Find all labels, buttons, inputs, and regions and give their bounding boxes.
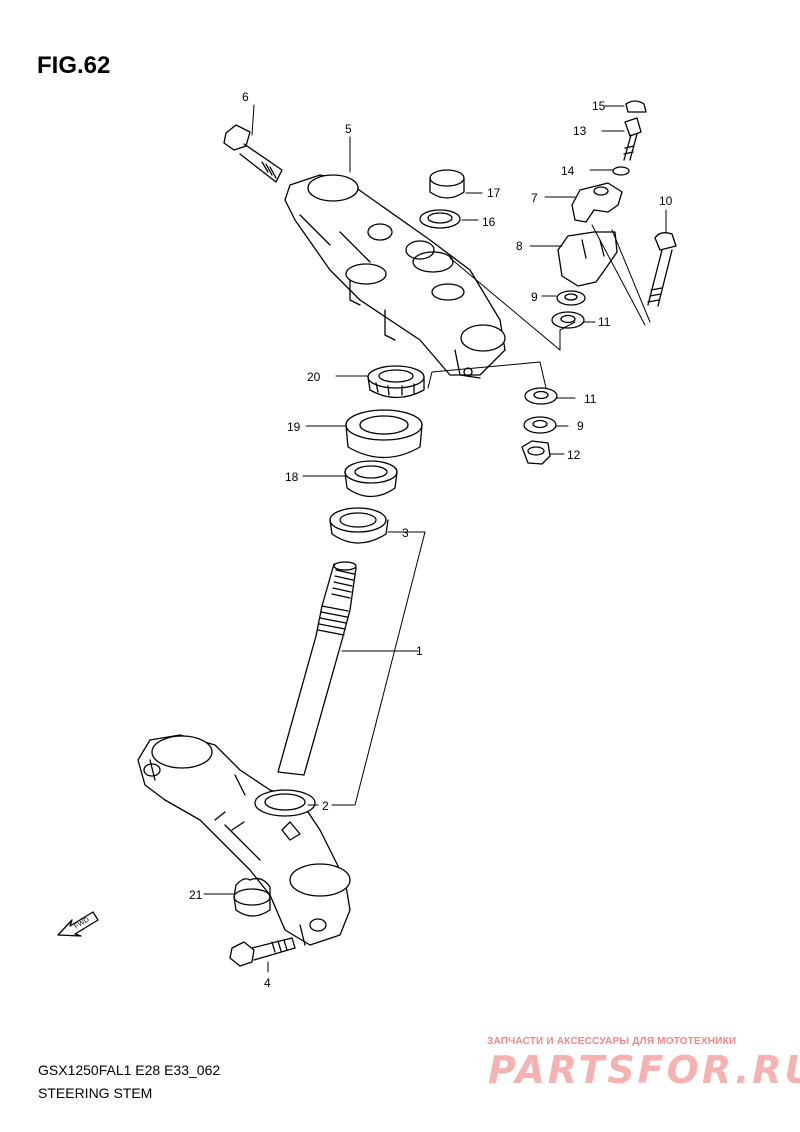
upper-bracket [284,174,506,379]
bolt-6 [223,124,283,183]
callout-8: 8 [516,239,523,253]
cap-21 [233,877,271,917]
steering-stem-1 [277,561,357,776]
section-name: STEERING STEM [38,1085,153,1101]
model-code: GSX1250FAL1 E28 E33_062 [38,1062,221,1078]
washer-9-top [556,290,586,306]
holder-lower-8 [557,231,618,287]
callout-4: 4 [264,976,271,990]
washer-16 [419,209,461,229]
callout-17: 17 [487,186,501,200]
washer-14 [612,166,630,176]
callout-12: 12 [567,448,581,462]
callout-16: 16 [482,215,496,229]
figure-title: FIG.62 [37,52,111,79]
bearing-18 [344,460,398,498]
callout-14: 14 [561,164,575,178]
callout-18: 18 [285,470,299,484]
callout-11-top: 11 [598,315,611,329]
callout-2: 2 [322,799,329,813]
nut-12 [521,440,551,465]
watermark-tagline: ЗАПЧАСТИ И АКСЕССУАРЫ ДЛЯ МОТОТЕХНИКИ [487,1036,737,1047]
washer-9-lower [523,416,557,434]
callout-7: 7 [531,191,538,205]
callout-9-top: 9 [531,290,538,304]
bearing-3 [329,507,389,544]
callout-6: 6 [242,90,249,104]
bolt-4 [229,937,296,967]
callout-5: 5 [345,122,352,136]
callout-15: 15 [592,99,606,113]
callout-19: 19 [287,420,301,434]
washer-11-top [551,311,585,329]
callout-13: 13 [573,124,587,138]
callout-9-lower: 9 [577,419,584,433]
callout-20: 20 [307,370,321,384]
washer-11-lower [524,387,558,405]
bolt-13 [623,117,642,161]
bolt-10 [647,232,677,307]
callout-11-lower: 11 [584,392,597,406]
fwd-arrow-icon [57,911,99,937]
cap-17 [429,169,465,199]
leader-lines [203,104,667,973]
dust-seal-19 [345,409,423,459]
cap-15 [625,100,647,113]
callout-1: 1 [416,644,423,658]
callout-10: 10 [659,194,673,208]
callout-21: 21 [189,888,203,902]
callout-3: 3 [402,526,409,540]
watermark-brand: PARTSFOR.RU [488,1048,800,1092]
lower-bracket [137,734,351,946]
stem-nut-20 [367,365,425,399]
holder-upper-7 [571,182,623,223]
